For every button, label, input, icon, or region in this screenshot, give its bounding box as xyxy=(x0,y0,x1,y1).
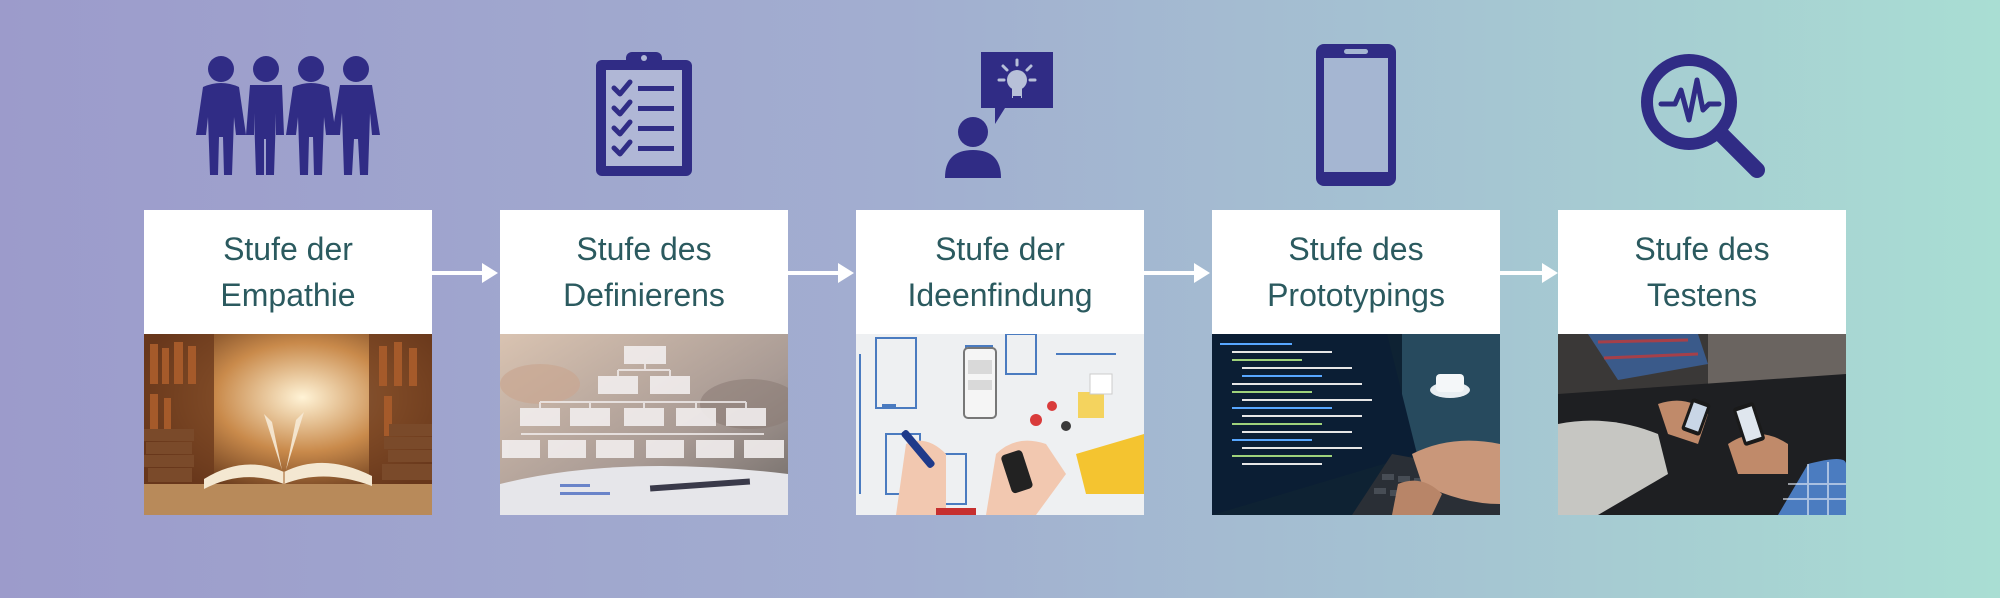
flow-arrow xyxy=(432,263,498,283)
smartphone-icon xyxy=(1212,40,1500,190)
magnifier-pulse-icon xyxy=(1558,40,1846,190)
phone-testing-photo xyxy=(1558,334,1846,515)
stage-label: Stufe des Definierens xyxy=(500,210,788,334)
library-books-photo xyxy=(144,334,432,515)
people-group-icon xyxy=(144,40,432,190)
stage-label: Stufe des Prototypings xyxy=(1212,210,1500,334)
laptop-code-photo xyxy=(1212,334,1500,515)
flow-arrow xyxy=(1500,263,1558,283)
clipboard-checklist-icon xyxy=(500,40,788,190)
wireframe-sketching-photo xyxy=(856,334,1144,515)
stage-label: Stufe der Ideenfindung xyxy=(856,210,1144,334)
flow-arrow xyxy=(1144,263,1210,283)
org-chart-hierarchy-photo xyxy=(500,334,788,515)
stage-label: Stufe der Empathie xyxy=(144,210,432,334)
person-idea-bubble-icon xyxy=(856,40,1144,190)
flow-arrow xyxy=(788,263,854,283)
stage-label: Stufe des Testens xyxy=(1558,210,1846,334)
